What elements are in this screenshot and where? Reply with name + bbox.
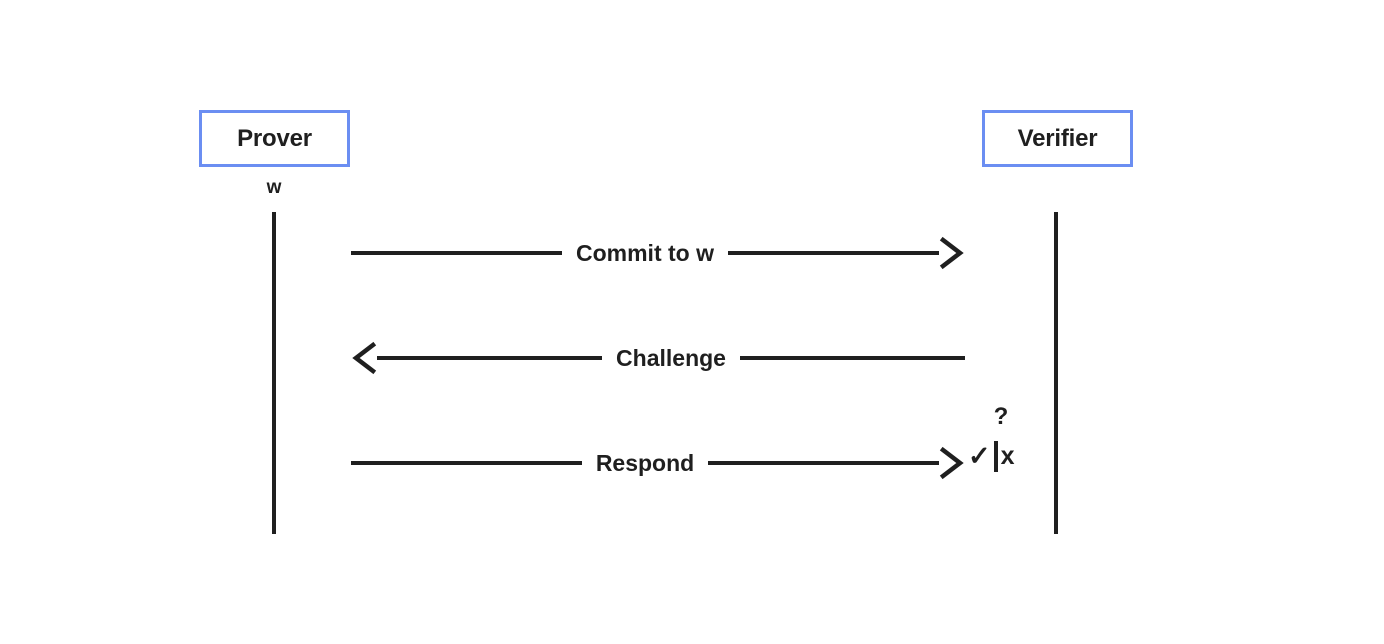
message-line-left — [351, 251, 562, 255]
cross-icon: x — [1000, 442, 1015, 470]
lifeline-verifier — [1054, 212, 1058, 534]
verdict-annotation: ? ✓ x — [968, 405, 1048, 485]
question-mark-label: ? — [993, 403, 1009, 430]
actor-label-verifier: Verifier — [1017, 124, 1098, 152]
actor-box-prover: Prover — [199, 110, 350, 167]
verdict-divider — [993, 441, 998, 472]
message-label-respond: Respond — [595, 449, 695, 476]
arrowhead-right-icon — [939, 236, 965, 270]
message-line-right — [708, 461, 940, 465]
message-line-right — [728, 251, 939, 255]
lifeline-prover — [272, 212, 276, 534]
witness-label: w — [266, 177, 282, 198]
message-line-left — [351, 461, 582, 465]
actor-label-prover: Prover — [237, 124, 312, 152]
message-challenge: Challenge — [351, 336, 966, 380]
actor-box-verifier: Verifier — [982, 110, 1133, 167]
message-label-challenge: Challenge — [616, 344, 726, 371]
checkmark-icon: ✓ — [968, 441, 991, 471]
verdict-outcomes: ✓ x — [968, 441, 1042, 472]
arrowhead-left-icon — [351, 341, 377, 375]
arrowhead-right-icon — [939, 446, 965, 480]
message-label-commit: Commit to w — [576, 239, 714, 266]
message-commit: Commit to w — [351, 231, 965, 275]
message-line-left — [377, 356, 603, 360]
message-respond: Respond — [351, 441, 965, 485]
message-line-right — [739, 356, 966, 360]
